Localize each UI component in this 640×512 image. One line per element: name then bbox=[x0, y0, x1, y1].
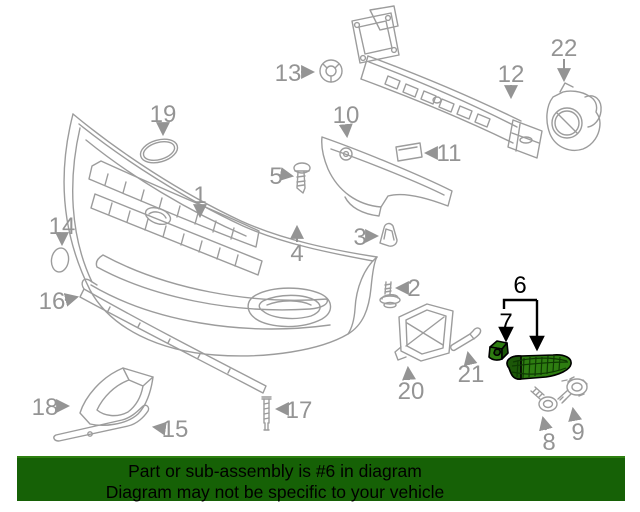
callout-15-label: 15 bbox=[162, 416, 189, 443]
bracket-15 bbox=[53, 404, 150, 442]
callout-5-label: 5 bbox=[269, 163, 282, 190]
fog-bezel-18 bbox=[79, 367, 154, 426]
lip-strip-16 bbox=[79, 278, 267, 394]
callout-6-label: 6 bbox=[513, 272, 526, 299]
side-bracket-20 bbox=[394, 303, 454, 362]
callout-13: 13 bbox=[275, 60, 316, 87]
callout-20-label: 20 bbox=[398, 378, 425, 405]
callout-14: 14 bbox=[49, 213, 76, 247]
callout-1-label: 1 bbox=[193, 182, 206, 209]
bolt-8 bbox=[530, 386, 558, 412]
callout-9: 9 bbox=[568, 406, 585, 446]
callout-13-label: 13 bbox=[275, 60, 302, 87]
callout-18: 18 bbox=[32, 394, 71, 421]
callout-15: 15 bbox=[151, 416, 189, 443]
callout-17-label: 17 bbox=[286, 397, 313, 424]
callout-8-label: 8 bbox=[542, 429, 555, 456]
callout-7-label: 7 bbox=[499, 309, 512, 336]
callout-16-label: 16 bbox=[39, 288, 66, 315]
callout-12-label: 12 bbox=[498, 61, 525, 88]
reinforcement-bar bbox=[351, 5, 543, 159]
oval-seal-14 bbox=[50, 247, 70, 273]
callout-18-label: 18 bbox=[32, 394, 59, 421]
bolt-9 bbox=[557, 377, 588, 404]
banner-text: Part or sub-assembly is #6 in diagram Di… bbox=[17, 461, 533, 502]
grille-assembly bbox=[88, 160, 263, 276]
fog-lamp-bracket-22 bbox=[546, 82, 602, 152]
callout-19-label: 19 bbox=[150, 101, 177, 128]
callout-8: 8 bbox=[539, 415, 556, 456]
callout-22-label: 22 bbox=[551, 35, 578, 62]
clip-3 bbox=[379, 222, 398, 247]
screw-2 bbox=[379, 281, 401, 309]
callout-3: 3 bbox=[353, 224, 380, 251]
callout-11: 11 bbox=[423, 140, 462, 167]
callout-4: 4 bbox=[290, 224, 304, 267]
callout-5: 5 bbox=[269, 163, 295, 190]
impact-pad bbox=[395, 142, 423, 162]
callout-10-label: 10 bbox=[333, 102, 360, 129]
callout-4-label: 4 bbox=[290, 240, 303, 267]
callout-19: 19 bbox=[150, 101, 177, 137]
nut-13 bbox=[319, 59, 343, 83]
oval-ring-19 bbox=[139, 138, 179, 164]
callout-21-label: 21 bbox=[458, 361, 485, 388]
callout-14-label: 14 bbox=[49, 213, 76, 240]
highlighted-bracket-6 bbox=[506, 354, 575, 382]
banner-line-1: Part or sub-assembly is #6 in diagram bbox=[128, 461, 422, 481]
banner-line-2: Diagram may not be specific to your vehi… bbox=[105, 481, 445, 502]
callout-3-label: 3 bbox=[353, 224, 366, 251]
rod-21 bbox=[450, 327, 482, 352]
callout-1: 1 bbox=[193, 182, 207, 219]
callout-21: 21 bbox=[458, 350, 485, 388]
callout-9-label: 9 bbox=[571, 419, 584, 446]
highlight-banner: Part or sub-assembly is #6 in diagram Di… bbox=[17, 456, 625, 502]
bumper-cover bbox=[63, 113, 378, 357]
callout-12: 12 bbox=[498, 61, 525, 100]
callout-20: 20 bbox=[398, 365, 425, 405]
bumper-absorber bbox=[321, 136, 453, 217]
callout-16: 16 bbox=[39, 288, 80, 315]
pin-17 bbox=[261, 396, 272, 431]
callout-2: 2 bbox=[394, 275, 421, 302]
callout-10: 10 bbox=[333, 102, 360, 139]
callout-7: 7 bbox=[498, 309, 514, 343]
highlighted-clip-7 bbox=[488, 340, 509, 361]
callout-2-label: 2 bbox=[407, 275, 420, 302]
screw-5 bbox=[293, 162, 311, 194]
callout-22: 22 bbox=[551, 35, 578, 83]
callout-6: 6 bbox=[502, 272, 545, 352]
callout-11-label: 11 bbox=[437, 140, 462, 167]
callout-17: 17 bbox=[274, 397, 313, 424]
